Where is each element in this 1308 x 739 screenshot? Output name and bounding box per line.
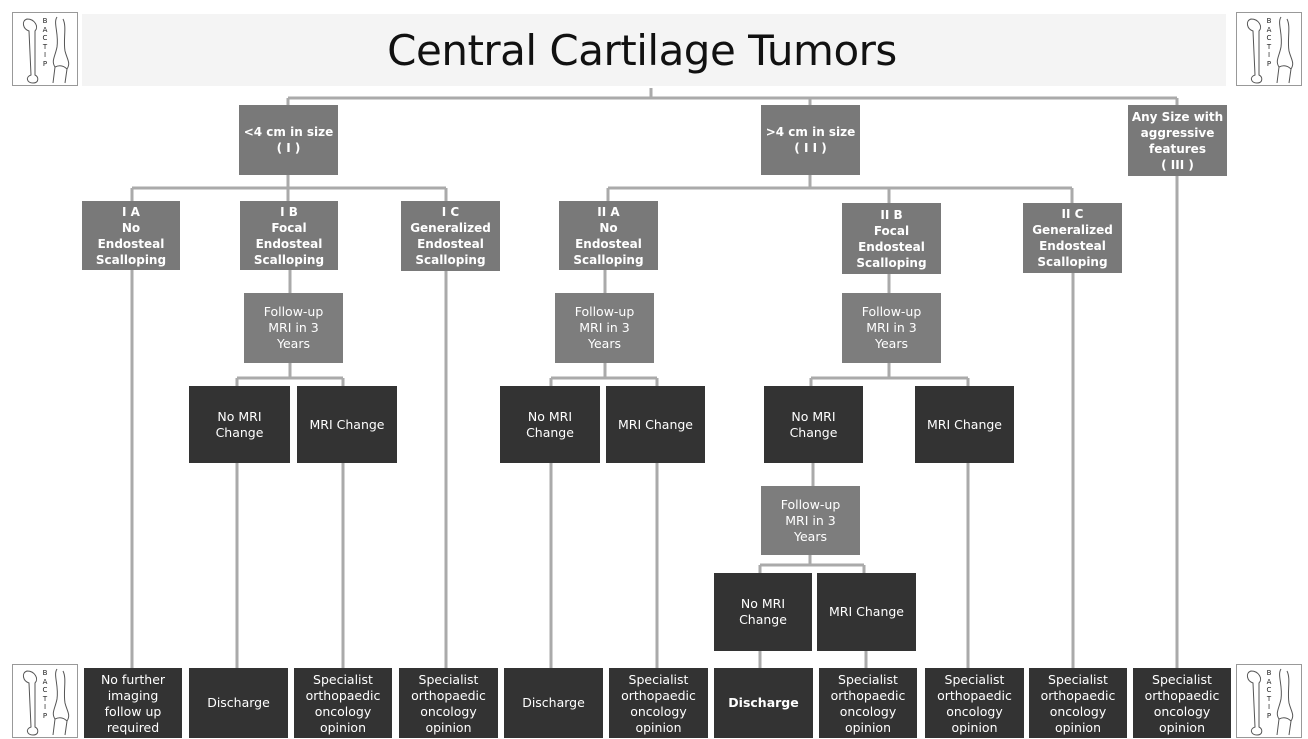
node-followup-iib: Follow-up MRI in 3 Years [842, 293, 941, 363]
node-followup-iia: Follow-up MRI in 3 Years [555, 293, 654, 363]
title-banner [82, 14, 1226, 86]
node-iia: II A No Endosteal Scalloping [559, 201, 658, 270]
node-size-under-4cm: <4 cm in size ( I ) [239, 105, 338, 175]
outcome-no-further-imaging: No further imaging follow up required [84, 668, 182, 738]
outcome-specialist: Specialist orthopaedic oncology opinion [399, 668, 498, 738]
outcome-specialist: Specialist orthopaedic oncology opinion [294, 668, 392, 738]
outcome-specialist: Specialist orthopaedic oncology opinion [925, 668, 1024, 738]
node-followup-ib: Follow-up MRI in 3 Years [244, 293, 343, 363]
page-title: Central Cartilage Tumors [387, 26, 897, 75]
node-mri-change-iib: MRI Change [915, 386, 1014, 463]
node-no-mri-change-iia: No MRI Change [500, 386, 600, 463]
outcome-discharge: Discharge [189, 668, 288, 738]
node-ib: I B Focal Endosteal Scalloping [240, 201, 338, 270]
outcome-specialist: Specialist orthopaedic oncology opinion [1029, 668, 1127, 738]
bone-icon [22, 16, 70, 84]
outcome-specialist: Specialist orthopaedic oncology opinion [609, 668, 708, 738]
bactip-logo-top-left: B A C T I P [12, 12, 78, 86]
node-no-mri-change-iib: No MRI Change [764, 386, 863, 463]
bone-icon [1246, 16, 1294, 84]
node-no-mri-change-iib-2: No MRI Change [714, 573, 812, 651]
outcome-discharge: Discharge [714, 668, 813, 738]
node-ia: I A No Endosteal Scalloping [82, 201, 180, 270]
node-mri-change-iib-2: MRI Change [817, 573, 916, 651]
outcome-specialist: Specialist orthopaedic oncology opinion [1133, 668, 1231, 738]
node-aggressive-features: Any Size with aggressive features ( III … [1128, 105, 1227, 176]
node-iib: II B Focal Endosteal Scalloping [842, 203, 941, 274]
node-size-over-4cm: >4 cm in size ( I I ) [761, 105, 860, 175]
outcome-discharge: Discharge [504, 668, 603, 738]
bactip-logo-top-right: B A C T I P [1236, 12, 1302, 86]
bone-icon [1246, 668, 1294, 736]
outcome-specialist: Specialist orthopaedic oncology opinion [819, 668, 917, 738]
node-ic: I C Generalized Endosteal Scalloping [401, 201, 500, 271]
node-mri-change-iia: MRI Change [606, 386, 705, 463]
node-no-mri-change-ib: No MRI Change [189, 386, 290, 463]
bactip-logo-bottom-right: B A C T I P [1236, 664, 1302, 738]
bone-icon [22, 668, 70, 736]
node-iic: II C Generalized Endosteal Scalloping [1023, 203, 1122, 273]
node-mri-change-ib: MRI Change [297, 386, 397, 463]
bactip-logo-bottom-left: B A C T I P [12, 664, 78, 738]
node-followup-iib-2: Follow-up MRI in 3 Years [761, 486, 860, 555]
